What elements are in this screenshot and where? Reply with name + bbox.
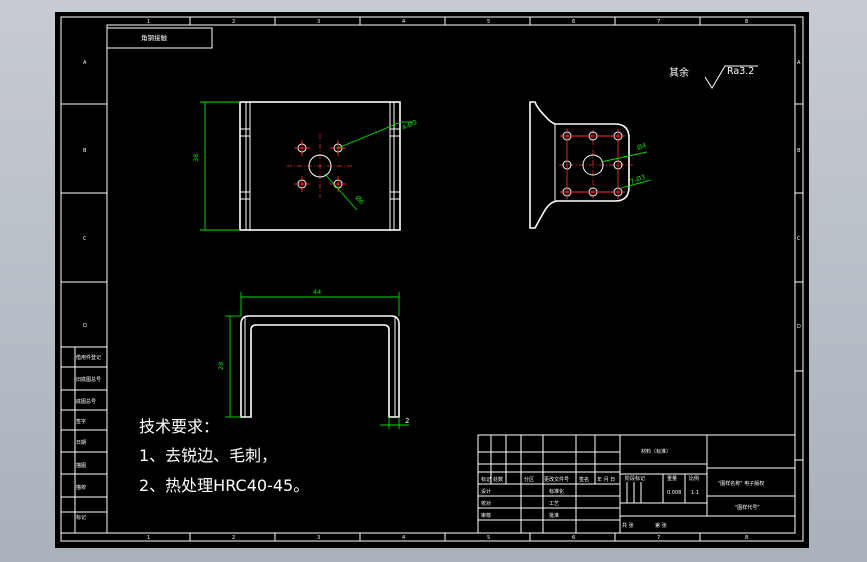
- dim-side-holes: Ø4: [636, 141, 647, 152]
- zone-number: 7: [657, 19, 660, 25]
- header-box: 角钢接触: [106, 27, 213, 49]
- zone-letter: D: [83, 323, 87, 329]
- zone-number: 5: [487, 19, 490, 25]
- tb-col-zone: 分区: [524, 476, 534, 483]
- zone-number: 3: [317, 535, 320, 541]
- tb-approver: 批准: [549, 512, 559, 519]
- zone-number: 1: [147, 19, 150, 25]
- zone-number: 6: [572, 19, 575, 25]
- zone-number: 2: [232, 535, 235, 541]
- zone-letter: C: [797, 236, 801, 242]
- dim-front-height: 38: [192, 154, 200, 162]
- surface-finish-value: Ra3.2: [727, 66, 754, 77]
- tb-sheet-no: 第 张: [655, 522, 667, 529]
- zone-letter: A: [797, 60, 801, 66]
- tb-sheets-total: 共 张: [622, 522, 634, 529]
- tb-part-name: "图样名称" 电子版权: [718, 480, 764, 487]
- zone-numbers-bottom: 1 2 3 4 5 6 7 8: [147, 535, 748, 541]
- drawing-sheet: 1 2 3 4 5 6 7 8 1 2 3 4 5 6 7 8 A B C D …: [60, 16, 804, 542]
- tb-designer: 设计: [481, 488, 491, 495]
- zone-letter: C: [83, 236, 87, 242]
- tech-requirements: 技术要求： 1、去锐边、毛刺， 2、热处理HRC40-45。: [139, 417, 309, 495]
- tb-stage-mark: 阶段标记: [625, 475, 645, 482]
- roughness-symbol: [704, 65, 758, 89]
- zone-number: 8: [745, 19, 748, 25]
- side-label: 旧底图总号: [76, 376, 101, 383]
- surface-finish: 其余 Ra3.2: [669, 65, 758, 89]
- zone-number: 1: [147, 535, 150, 541]
- zone-letter: B: [797, 148, 801, 154]
- side-label: 借用件登记: [76, 354, 101, 361]
- cad-drawing-viewport[interactable]: 1 2 3 4 5 6 7 8 1 2 3 4 5 6 7 8 A B C D …: [55, 12, 809, 548]
- zone-letter: D: [797, 324, 801, 330]
- front-view: 38 4-Ø3 Ø6: [192, 101, 419, 231]
- zone-number: 7: [657, 535, 660, 541]
- outer-border: [60, 16, 804, 542]
- zone-number: 2: [232, 19, 235, 25]
- zone-number: 5: [487, 535, 490, 541]
- side-small-holes: [560, 129, 625, 199]
- zone-numbers-top: 1 2 3 4 5 6 7 8: [147, 19, 748, 25]
- dim-top-width: 44: [313, 288, 321, 296]
- zone-letter: A: [83, 60, 87, 66]
- side-label: 日期: [76, 440, 86, 446]
- header-box-text: 角钢接触: [141, 33, 168, 42]
- tb-process: 工艺: [549, 501, 559, 507]
- zone-letter: B: [83, 148, 87, 154]
- tb-scale: 比例: [689, 475, 699, 482]
- tb-material: 材料（标准）: [641, 448, 671, 455]
- zone-number: 6: [572, 535, 575, 541]
- side-label: 标记: [76, 514, 86, 521]
- surface-finish-prefix: 其余: [669, 66, 689, 79]
- tech-requirements-title: 技术要求：: [139, 417, 219, 436]
- tb-col-date: 年 月 日: [597, 476, 615, 483]
- zone-number: 3: [317, 19, 320, 25]
- left-registration-table: 借用件登记 旧底图总号 底图总号 签字 日期 描图 描校 标记: [60, 346, 108, 534]
- dim-front-center-hole: Ø6: [354, 194, 366, 206]
- tb-col-sign: 签名: [579, 476, 589, 483]
- side-label: 签字: [76, 418, 86, 425]
- tech-requirement-item: 1、去锐边、毛刺，: [139, 446, 277, 465]
- zone-number: 8: [745, 535, 748, 541]
- tb-part-code: "图样代号": [735, 504, 760, 511]
- tb-weight-value: 0.008: [667, 490, 681, 496]
- dim-top-height: 28: [217, 362, 225, 370]
- zone-number: 4: [402, 535, 405, 541]
- left-zone-strip: A B C D: [61, 60, 107, 329]
- dim-thickness: 2: [405, 417, 409, 425]
- tb-scale-value: 1:1: [691, 490, 699, 496]
- zone-number: 4: [402, 19, 405, 25]
- zone-ticks: [189, 17, 803, 541]
- side-label: 描校: [76, 484, 86, 491]
- top-view: 44 28 2: [217, 288, 409, 429]
- tb-col-mark: 标记: [481, 476, 491, 483]
- dim-front-holes: 4-Ø3: [401, 118, 419, 132]
- tb-weight: 重量: [667, 475, 677, 482]
- tb-checker: 校对: [481, 500, 491, 507]
- side-view: Ø4 7-Ø3: [529, 101, 652, 229]
- tb-col-change-no: 更改文件号: [544, 476, 569, 483]
- tb-reviewer: 审核: [481, 512, 491, 519]
- zone-letters-right: A B C D: [797, 60, 801, 330]
- tb-standardizer: 标准化: [549, 488, 564, 495]
- inner-frame: [106, 24, 796, 534]
- tb-col-count: 处数: [493, 476, 503, 483]
- tech-requirement-item: 2、热处理HRC40-45。: [139, 476, 309, 495]
- side-label: 描图: [76, 462, 86, 469]
- title-block: 标记 处数 分区 更改文件号 签名 年 月 日 设计 标准化 校对 工艺 审核 …: [477, 434, 796, 534]
- side-label: 底图总号: [76, 398, 96, 405]
- front-small-holes: [294, 140, 346, 192]
